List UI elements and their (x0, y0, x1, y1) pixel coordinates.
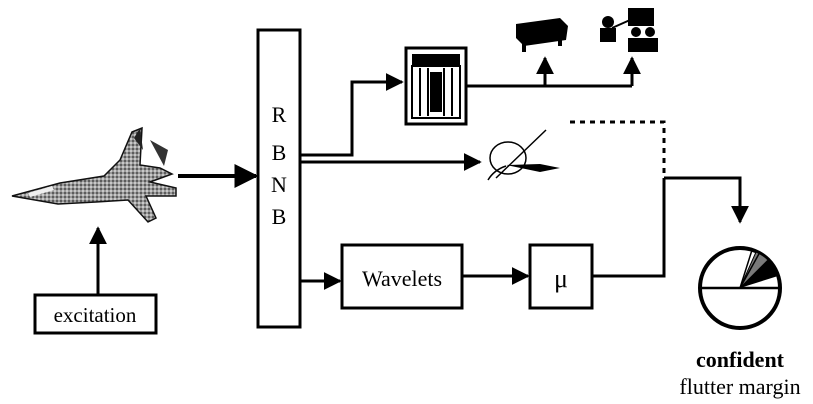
dotted-feedback-line (570, 120, 666, 178)
desk-terminal-icon (516, 18, 568, 52)
wavelets-box (340, 243, 464, 310)
control-stick-icon (487, 129, 560, 181)
mu-output-line (592, 178, 666, 278)
rbnb-letter-b1: B (272, 140, 287, 165)
mu-box (528, 243, 594, 310)
output-label-regular: flutter margin (679, 374, 800, 399)
combiner-to-gauge-arrow (664, 176, 749, 224)
flutter-margin-gauge-icon (698, 246, 782, 330)
audience-presentation-icon (600, 8, 658, 52)
rbnb-box (256, 28, 302, 329)
rbnb-to-server-arrow (300, 73, 404, 157)
mu-label: μ (554, 264, 568, 293)
output-label-bold: confident (696, 347, 785, 372)
server-rack-icon (404, 46, 468, 126)
fighter-jet-icon (11, 126, 177, 223)
excitation-box (33, 293, 158, 335)
rbnb-letter-b2: B (272, 204, 287, 229)
rbnb-letter-r: R (272, 102, 287, 127)
rbnb-letter-n: N (271, 172, 287, 197)
excitation-label: excitation (54, 303, 137, 327)
wavelets-label: Wavelets (362, 266, 442, 291)
